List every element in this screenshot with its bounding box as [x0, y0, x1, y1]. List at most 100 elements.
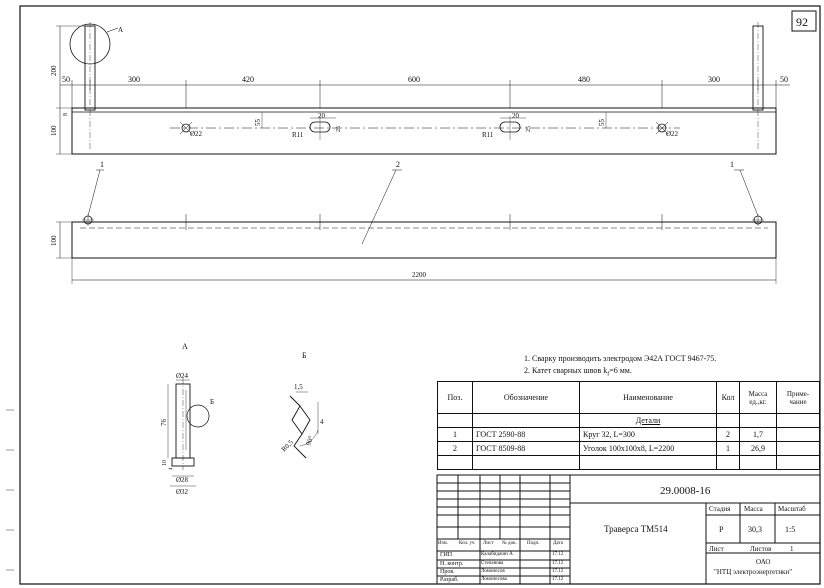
- spec-section-note: [776, 413, 820, 428]
- spec-section-qty: [716, 413, 740, 428]
- slot-25-left: 25: [336, 126, 342, 132]
- hole-left: [181, 123, 191, 133]
- specification-table: Поз. Обозначение Наименование Кол Масса …: [437, 381, 820, 470]
- slot-r11-right: R11: [482, 131, 494, 139]
- spec-header-designation: Обозначение: [472, 381, 580, 414]
- stage-value: Р: [719, 525, 724, 534]
- signer-role: Н. контр.: [440, 561, 464, 567]
- tb-col-date: Дата: [553, 541, 563, 546]
- dim-55-right: 55: [598, 119, 606, 127]
- spec-section-title: Детали: [579, 413, 717, 428]
- pos-2: 2: [396, 160, 400, 169]
- dim-55-left: 55: [254, 119, 262, 127]
- product-name: Траверса ТМ514: [604, 524, 668, 534]
- dim-200: 200: [50, 65, 58, 76]
- dim-420: 420: [242, 75, 254, 84]
- spec-row-designation: ГОСТ 8509-88: [472, 441, 580, 456]
- org-line-2: "НТЦ электроэнергетики": [714, 568, 793, 576]
- spec-header-pos: Поз.: [437, 381, 473, 414]
- note-2: 2. Катет сварных швов kf=6 мм.: [524, 366, 632, 378]
- sheets-label: Листов: [750, 545, 772, 553]
- title-block-frame: [436, 474, 821, 585]
- signer-name: Степанова: [481, 561, 504, 566]
- detail-a-d24: Ø24: [176, 372, 189, 380]
- spec-section-mass: [739, 413, 777, 428]
- detail-b-dim-4: 4: [320, 418, 324, 426]
- signer-date: 17.12: [552, 569, 564, 574]
- detail-a-callout-b: Б: [210, 398, 214, 406]
- tb-col-doc: № док.: [502, 541, 517, 546]
- pos-1-left: 1: [100, 160, 104, 169]
- pos-1-right: 1: [730, 160, 734, 169]
- mass-value: 30,3: [748, 525, 762, 534]
- beam-elevation: [71, 221, 777, 259]
- hole-d22-left: Ø22: [190, 130, 203, 138]
- spec-row-name: Уголок 100х100х8, L=2200: [579, 441, 717, 456]
- signer-name: Ломоносов: [481, 569, 505, 574]
- front-view: [56, 169, 777, 284]
- note-1: 1. Сварку производить электродом Э42А ГО…: [524, 354, 717, 363]
- slot-20-left: 20: [318, 112, 326, 120]
- sheet-frame: [19, 5, 821, 585]
- note-2-end: =6 мм.: [609, 366, 632, 375]
- spec-row-designation: ГОСТ 2590-88: [472, 427, 580, 442]
- tb-col-sign: Подп.: [527, 541, 540, 546]
- detail-a-d28: Ø28: [176, 476, 189, 484]
- signer-date: 17.12: [552, 577, 564, 582]
- dim-600: 600: [408, 75, 420, 84]
- callout-a-label: А: [118, 26, 123, 34]
- slot-20-right: 20: [512, 112, 520, 120]
- spec-header-qty: Кол: [716, 381, 740, 414]
- slot-25-right: 25: [526, 126, 532, 132]
- signer-role: Пров.: [440, 569, 455, 575]
- detail-b-callout-circle: [186, 404, 210, 428]
- dim-100-front: 100: [50, 235, 58, 246]
- sheets-value: 1: [790, 545, 794, 553]
- dim-50-right: 50: [780, 75, 788, 84]
- spec-header-note: Приме-чание: [776, 381, 820, 414]
- spec-row-note: [776, 427, 820, 442]
- signer-role: Разраб.: [440, 577, 459, 583]
- slot-r11-left: R11: [292, 131, 304, 139]
- doc-number: 29.0008-16: [660, 485, 711, 497]
- detail-b-dim-1-5: 1,5: [294, 383, 303, 391]
- signer-date: 17.12: [552, 561, 564, 566]
- spec-row-note: [776, 441, 820, 456]
- spec-header-mass: Масса ед.,кг.: [739, 381, 777, 414]
- dim-300-left: 300: [128, 75, 140, 84]
- binding-marks: [6, 409, 14, 571]
- spec-row-pos: 1: [437, 427, 473, 442]
- sheet-number: 92: [796, 15, 808, 29]
- note-2-text: 2. Катет сварных швов k: [524, 366, 608, 375]
- sheet-label: Лист: [709, 545, 724, 553]
- spec-row-qty: 2: [716, 427, 740, 442]
- stage-label: Стадия: [709, 505, 731, 513]
- dim-480: 480: [578, 75, 590, 84]
- dim-2200: 2200: [412, 271, 427, 279]
- tb-col-list: Лист: [483, 541, 494, 546]
- hole-d22-right: Ø22: [666, 130, 679, 138]
- table-row-empty: [437, 455, 820, 470]
- org-line-1: ОАО: [756, 558, 771, 566]
- signer-name: Ломоносова: [481, 577, 507, 582]
- dim-100-top: 100: [50, 125, 58, 136]
- note-2-sub: f: [607, 371, 610, 378]
- spec-row-qty: 1: [716, 441, 740, 456]
- spec-row-pos: 2: [437, 441, 473, 456]
- spec-row-name: Круг 32, L=300: [579, 427, 717, 442]
- spec-row-mass: 26,9: [739, 441, 777, 456]
- detail-b-angle: 90°: [304, 435, 315, 447]
- dim-300-right: 300: [708, 75, 720, 84]
- detail-a-dim-4: 4: [169, 467, 174, 470]
- detail-a-dim-10: 10: [162, 460, 168, 466]
- signer-role: ГИП: [440, 552, 453, 558]
- signer-name: Калабиджин А.: [481, 552, 514, 557]
- spec-row-mass: 1,7: [739, 427, 777, 442]
- detail-a-h76: 76: [160, 419, 168, 427]
- spec-header-row: Поз. Обозначение Наименование Кол Масса …: [437, 381, 820, 414]
- spec-section-row: Детали: [437, 413, 820, 428]
- scale-label: Масштаб: [778, 505, 806, 513]
- signer-date: 17.12: [552, 552, 564, 557]
- dim-8: 8: [63, 113, 69, 116]
- detail-b-title: Б: [302, 351, 307, 360]
